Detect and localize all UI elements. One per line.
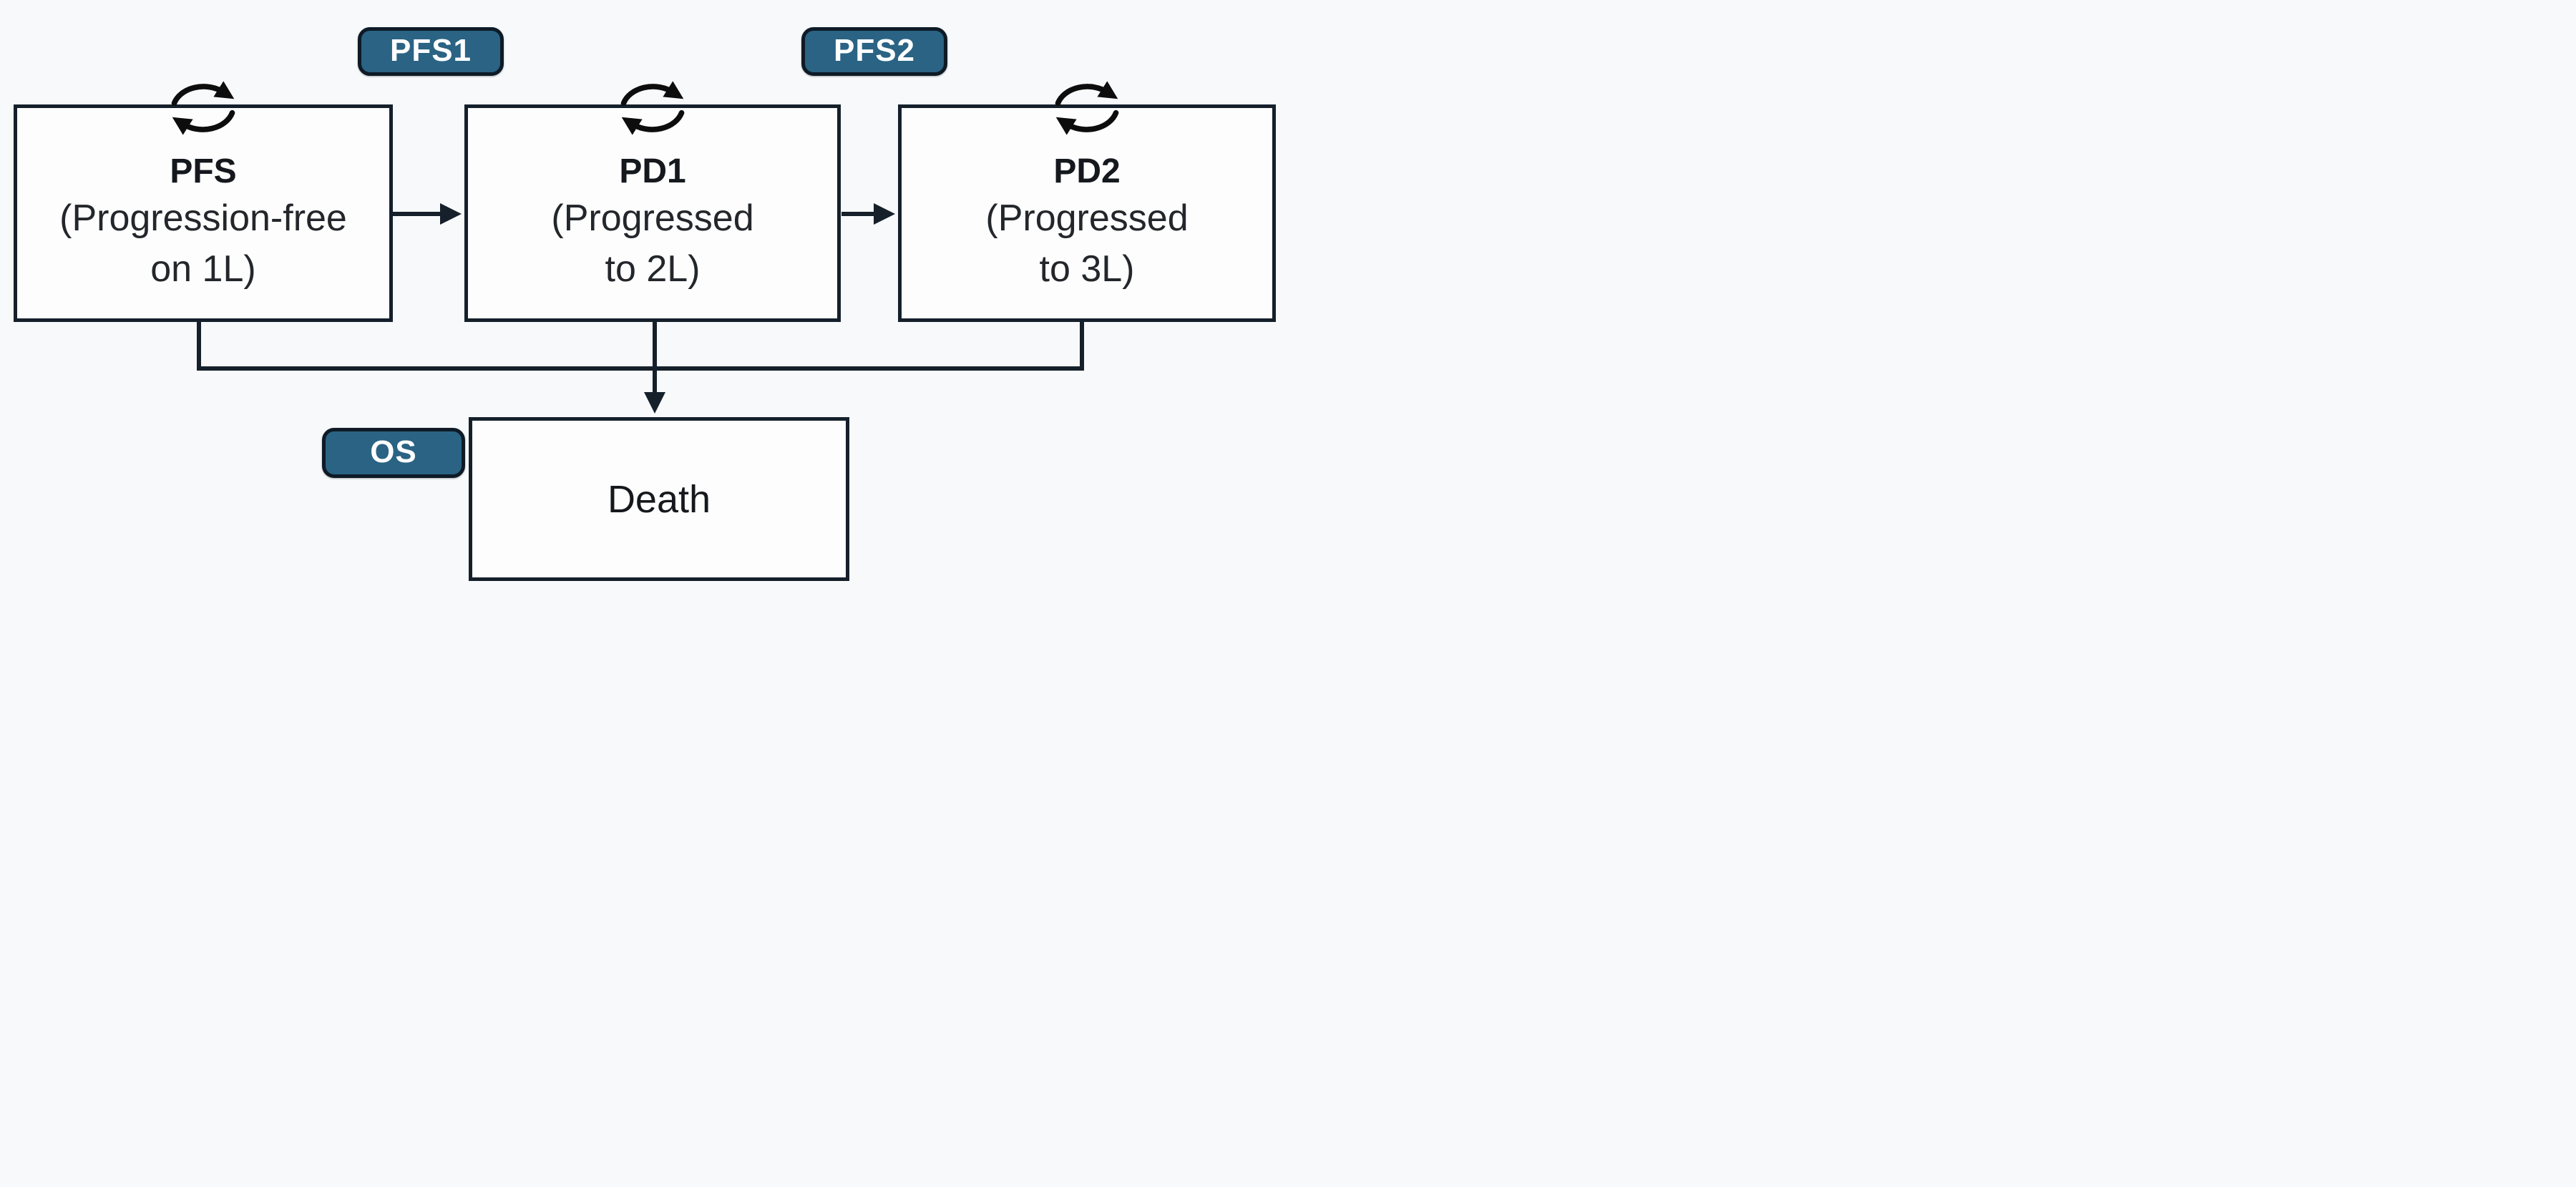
state-subtitle-line: on 1L)	[150, 248, 256, 290]
state-subtitle-line: to 2L)	[605, 248, 701, 290]
state-box-pd2: PD2 (Progressed to 3L)	[898, 81, 1276, 322]
badge-os: OS	[322, 428, 465, 478]
state-box-pd1: PD1 (Progressed to 2L)	[464, 81, 841, 322]
state-subtitle-line: (Progression-free	[59, 197, 347, 240]
connector-layer	[197, 203, 1084, 414]
state-title: PD1	[619, 152, 686, 191]
self-loop-icon	[1055, 81, 1119, 135]
state-box-pfs: PFS (Progression-free on 1L)	[14, 81, 393, 322]
self-loop-icon	[620, 81, 685, 135]
badge-pfs1: PFS1	[358, 27, 504, 76]
death-bracket-line	[197, 322, 1084, 371]
state-title: Death	[607, 477, 711, 521]
state-title: PD2	[1053, 152, 1121, 191]
badge-label: PFS2	[833, 32, 916, 68]
state-title: PFS	[170, 152, 237, 191]
state-subtitle-line: (Progressed	[551, 197, 754, 240]
state-subtitle-line: to 3L)	[1039, 248, 1135, 290]
badge-label: PFS1	[389, 32, 472, 68]
state-box-death: Death	[469, 417, 849, 581]
badge-label: OS	[370, 434, 417, 469]
state-subtitle-line: (Progressed	[985, 197, 1189, 240]
badge-pfs2: PFS2	[801, 27, 947, 76]
diagram-canvas: PFS (Progression-free on 1L) PD1 (Progre…	[0, 0, 1288, 594]
self-loop-icon	[171, 81, 235, 135]
